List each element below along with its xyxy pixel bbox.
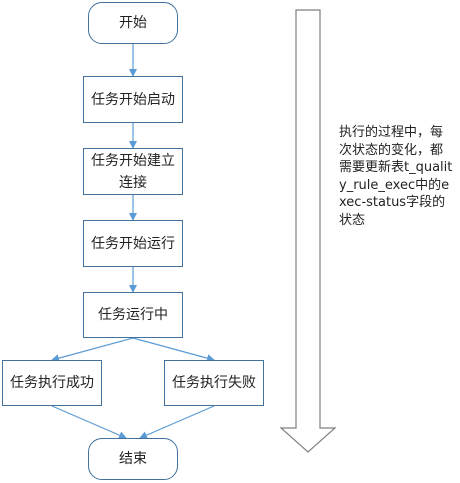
- task-success-label: 任务执行成功: [10, 375, 94, 391]
- task-running-label: 任务运行中: [98, 307, 168, 323]
- start-node-label: 开始: [119, 15, 147, 31]
- process-direction-arrow: [279, 9, 337, 453]
- arrow-running-to-failure: [132, 337, 215, 363]
- task-success-node: 任务执行成功: [2, 360, 102, 406]
- task-start-label: 任务开始启动: [91, 91, 175, 108]
- task-run-start-node: 任务开始运行: [83, 220, 183, 267]
- task-start-node: 任务开始启动: [83, 76, 183, 123]
- process-note: 执行的过程中，每次状态的变化，都需要更新表t_quality_rule_exec…: [339, 125, 453, 228]
- task-run-start-label: 任务开始运行: [91, 235, 175, 252]
- end-node: 结束: [88, 438, 178, 480]
- arrow-failure-to-end: [139, 405, 215, 439]
- start-node: 开始: [88, 2, 178, 44]
- task-connect-label: 任务开始建立连接: [91, 152, 175, 191]
- task-running-node: 任务运行中: [83, 292, 183, 338]
- task-connect-node: 任务开始建立连接: [83, 148, 183, 195]
- task-failure-label: 任务执行失败: [172, 375, 256, 391]
- arrow-success-to-end: [51, 405, 127, 439]
- end-node-label: 结束: [119, 451, 147, 467]
- task-failure-node: 任务执行失败: [164, 360, 264, 406]
- arrow-running-to-success: [51, 337, 134, 363]
